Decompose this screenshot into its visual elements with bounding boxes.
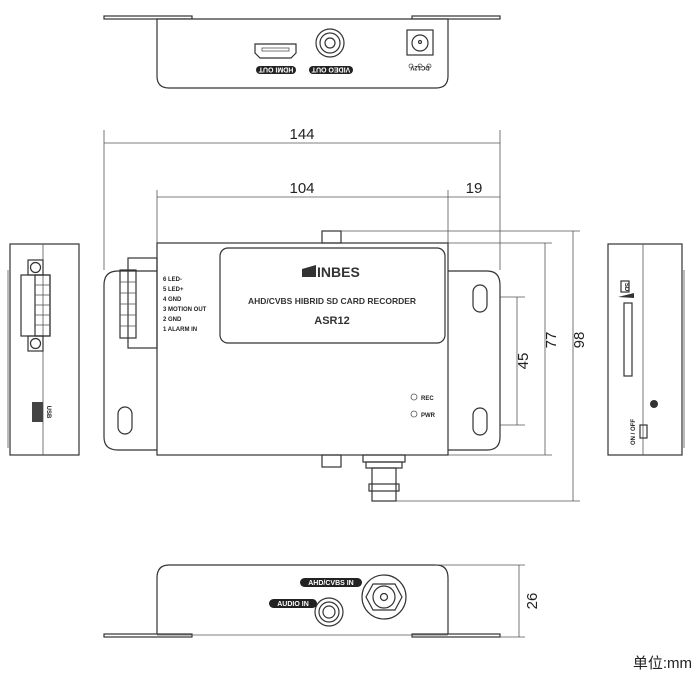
usb-label: USB [45, 406, 51, 419]
dim-26: 26 [524, 593, 541, 610]
usb-port [32, 402, 43, 422]
top-view: HDMI OUT VIDEO OUT DC12V [103, 15, 501, 89]
mount-slot [117, 406, 133, 435]
unit-label: 单位:mm [632, 655, 692, 672]
dc-12v-label: DC12V [410, 64, 429, 70]
pwr-led-icon [410, 410, 418, 418]
brand-logo-icon [302, 265, 316, 277]
svg-text:3 MOTION OUT: 3 MOTION OUT [163, 307, 207, 313]
on-off-label: ON / OFF [631, 419, 637, 445]
front-view: 6 LED- 5 LED+ 4 GND 3 MOTION OUT 2 GND 1… [103, 230, 501, 502]
left-side-view: USB [7, 243, 80, 456]
dim-144: 144 [289, 126, 314, 143]
video-out-port [315, 28, 345, 58]
right-side-view: SD ON / OFF [607, 243, 685, 456]
sd-card-slot [623, 302, 633, 377]
mount-slot [472, 284, 488, 313]
product-line: AHD/CVBS HIBRID SD CARD RECORDER [248, 296, 416, 306]
svg-text:1 ALARM IN: 1 ALARM IN [163, 327, 197, 333]
brand-name: INBES [317, 264, 360, 280]
ahd-cvbs-in-label: AHD/CVBS IN [308, 580, 354, 587]
audio-in-label: AUDIO IN [277, 601, 309, 608]
hdmi-out-label: HDMI OUT [258, 66, 293, 73]
video-out-label: VIDEO OUT [311, 66, 350, 73]
label-panel [219, 247, 446, 344]
svg-text:4 GND: 4 GND [163, 297, 182, 303]
svg-text:5 LED+: 5 LED+ [163, 287, 184, 293]
model-number: ASR12 [314, 315, 349, 327]
bnc-connector [362, 454, 406, 502]
svg-text:2 GND: 2 GND [163, 317, 182, 323]
mount-slot [472, 407, 488, 436]
dim-98: 98 [571, 332, 588, 349]
dim-19: 19 [466, 180, 483, 197]
sd-label: SD [623, 283, 629, 292]
bottom-view: AHD/CVBS IN AUDIO IN 26 [103, 564, 541, 638]
pwr-led-label: PWR [421, 413, 436, 419]
dimension-lines: 144 104 19 45 77 98 [103, 126, 588, 502]
dim-77: 77 [543, 332, 560, 349]
dim-45: 45 [515, 353, 532, 370]
terminal-block [119, 257, 158, 349]
rec-led-label: REC [421, 396, 434, 402]
dim-104: 104 [289, 180, 314, 197]
power-switch [639, 424, 648, 439]
rec-led-icon [410, 393, 418, 401]
bnc-input-port [361, 574, 407, 620]
svg-text:6 LED-: 6 LED- [163, 277, 182, 283]
terminal-labels: 6 LED- 5 LED+ 4 GND 3 MOTION OUT 2 GND 1… [163, 277, 207, 333]
dc-jack [406, 29, 434, 56]
audio-input-port [314, 597, 344, 627]
reset-button-icon [650, 400, 658, 408]
hdmi-port [254, 43, 297, 59]
